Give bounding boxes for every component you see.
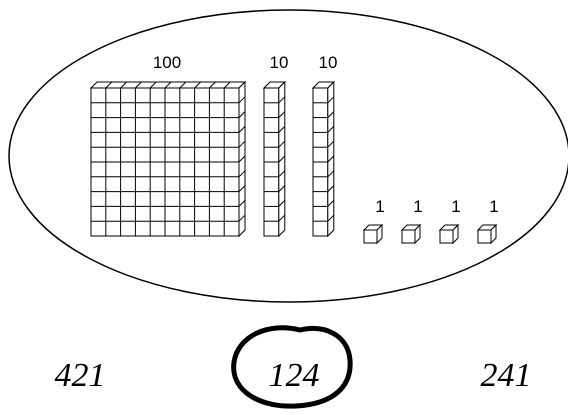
selection-circle bbox=[231, 325, 353, 409]
ten-label: 10 bbox=[319, 53, 338, 72]
answer-choice-124[interactable]: 124 bbox=[269, 357, 320, 394]
unit-cube bbox=[438, 223, 460, 245]
unit-cubes-group bbox=[362, 223, 498, 245]
unit-cube bbox=[362, 223, 384, 245]
one-label: 1 bbox=[451, 197, 460, 216]
ten-label: 10 bbox=[270, 53, 289, 72]
one-label: 1 bbox=[375, 197, 384, 216]
one-label: 1 bbox=[489, 197, 498, 216]
one-label: 1 bbox=[413, 197, 422, 216]
unit-cube bbox=[476, 223, 498, 245]
hundred-label: 100 bbox=[153, 53, 181, 72]
ten-rod-block bbox=[311, 80, 336, 238]
hundred-flat-block bbox=[89, 80, 247, 238]
unit-cube bbox=[400, 223, 422, 245]
ten-rod-block bbox=[262, 80, 287, 238]
grouping-oval bbox=[8, 9, 568, 303]
answer-choice-241[interactable]: 241 bbox=[481, 357, 532, 394]
answer-choice-421[interactable]: 421 bbox=[55, 357, 106, 394]
